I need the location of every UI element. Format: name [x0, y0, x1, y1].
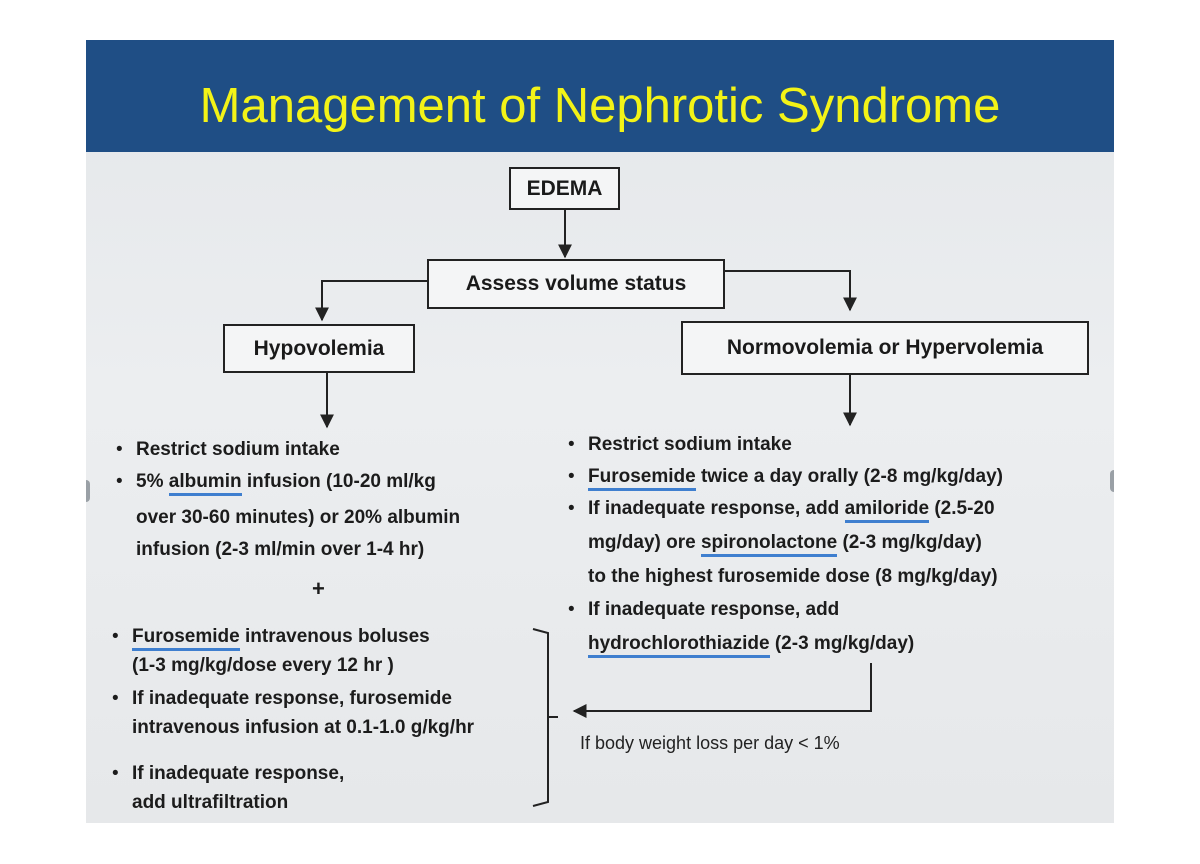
diuretic-step-1-line-2: (1-3 mg/kg/dose every 12 hr ) [132, 655, 394, 676]
bracket-diuretic-steps [532, 628, 549, 807]
diuretic-step-3-line-1: If inadequate response, [132, 763, 345, 784]
plus-sign: + [312, 576, 325, 601]
hypo-step-2-line-2: over 30-60 minutes) or 20% albumin [136, 507, 461, 528]
normovolemia-box: Normovolemia or Hypervolemia [681, 321, 1089, 375]
normo-step-2: Furosemide twice a day orally (2-8 mg/kg… [588, 465, 1003, 491]
slide-edge-handle-left [86, 480, 90, 502]
bullet-dot: • [568, 466, 575, 487]
spironolactone-term: spironolactone [700, 532, 838, 557]
diuretic-step-1-line-1: Furosemide intravenous boluses [132, 625, 430, 651]
bullet-dot: • [116, 439, 123, 460]
hypovolemia-label: Hypovolemia [253, 336, 385, 360]
arrow-assess-to-normo [724, 270, 857, 312]
amiloride-term: amiloride [844, 498, 930, 523]
normo-step-3-line-2: mg/day) ore spironolactone (2-3 mg/kg/da… [588, 531, 982, 557]
normo-step-3-line-3: to the highest furosemide dose (8 mg/kg/… [588, 566, 998, 587]
edema-box: EDEMA [509, 167, 620, 210]
normo-step-4-l2-post: (2-3 mg/kg/day) [769, 633, 915, 654]
title-bar: Management of Nephrotic Syndrome [86, 40, 1114, 152]
hypovolemia-box: Hypovolemia [223, 324, 415, 373]
hypo-step-2-line-1: 5% albumin infusion (10-20 ml/kg [136, 470, 436, 496]
flow-connectors [315, 210, 872, 807]
hypo-step-2-line-3: infusion (2-3 ml/min over 1-4 hr) [136, 539, 425, 560]
assess-box: Assess volume status [427, 259, 725, 309]
normo-step-4-line-1: If inadequate response, add [588, 599, 840, 620]
bullet-dot: • [112, 626, 119, 647]
hypo-step-2-pre: 5% [136, 471, 169, 492]
normo-step-4-line-2: hydrochlorothiazide (2-3 mg/kg/day) [588, 632, 915, 658]
normo-step-3-post: (2.5-20 [929, 498, 995, 519]
slide-edge-handle-right [1110, 470, 1114, 492]
hydrochlorothiazide-term: hydrochlorothiazide [588, 633, 770, 658]
bullet-dot: • [568, 599, 575, 620]
diuretic-step-3-line-2: add ultrafiltration [132, 792, 289, 813]
bullet-dot: • [116, 471, 123, 492]
normovolemia-label: Normovolemia or Hypervolemia [726, 336, 1044, 359]
hypo-step-2-post: infusion (10-20 ml/kg [241, 471, 436, 492]
furosemide-term: Furosemide [132, 626, 240, 651]
bullet-dot: • [568, 498, 575, 519]
normo-step-1: Restrict sodium intake [588, 434, 792, 455]
feedback-condition-label: If body weight loss per day < 1% [580, 733, 840, 753]
normo-step-3-l2-pre: mg/day) ore [588, 532, 701, 553]
diuretic-step-2-line-1: If inadequate response, furosemide [132, 688, 452, 709]
bullet-dot: • [112, 688, 119, 709]
furosemide-term: Furosemide [588, 466, 696, 491]
assess-label: Assess volume status [465, 272, 687, 295]
normo-step-2-post: twice a day orally (2-8 mg/kg/day) [695, 466, 1003, 487]
bullet-dot: • [112, 763, 119, 784]
edema-label: EDEMA [526, 176, 603, 200]
slide-title: Management of Nephrotic Syndrome [199, 79, 1001, 133]
diuretic-step-1-post: intravenous boluses [239, 626, 430, 647]
normo-step-3-line-1: If inadequate response, add amiloride (2… [588, 497, 995, 523]
bullet-dot: • [568, 434, 575, 455]
albumin-term: albumin [168, 471, 242, 496]
arrow-assess-to-hypo [315, 280, 427, 322]
normo-step-3-pre: If inadequate response, add [588, 498, 845, 519]
diuretic-step-2-line-2: intravenous infusion at 0.1-1.0 g/kg/hr [132, 717, 475, 738]
arrow-feedback [572, 663, 872, 718]
slide: Management of Nephrotic Syndrome EDEMA A… [86, 40, 1114, 823]
hypo-step-1: Restrict sodium intake [136, 439, 340, 460]
normo-step-3-l2-post: (2-3 mg/kg/day) [837, 532, 982, 553]
